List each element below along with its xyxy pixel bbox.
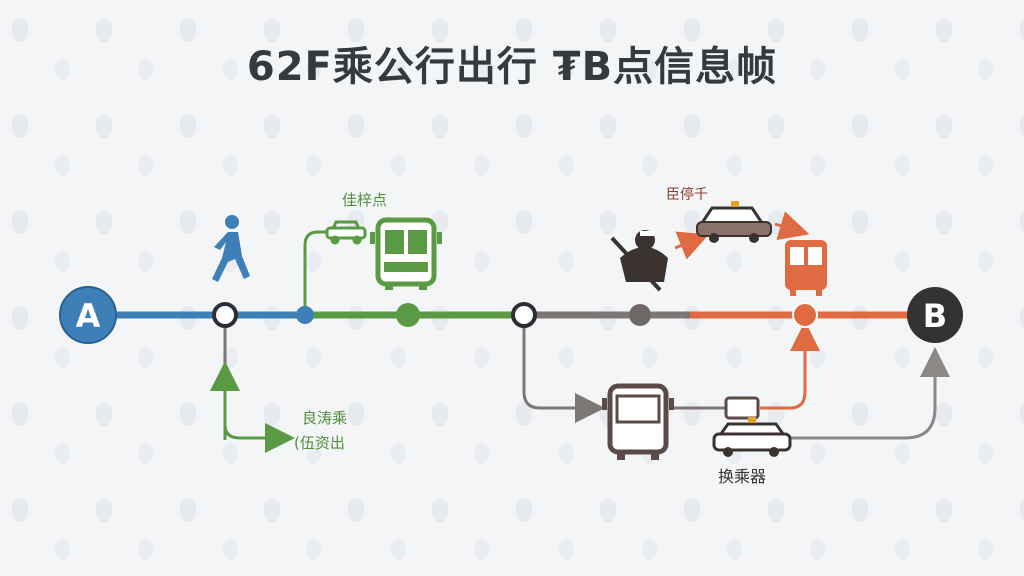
bus-icon-green <box>370 217 442 290</box>
node-green-mid <box>396 303 420 327</box>
walk-label-line1: 良涛乘 <box>302 409 347 427</box>
endpoint-a-label: A <box>76 297 101 335</box>
endpoint-a <box>59 286 117 344</box>
page-title: 62F乘公行出行 ₮B点信息帧 <box>246 44 778 90</box>
walk-branch-arrow-right <box>223 410 295 453</box>
endpoint-b <box>907 287 963 343</box>
thief-icon <box>610 230 668 292</box>
stop-label: 臣停千 <box>666 186 708 203</box>
bus-icon-gray <box>602 383 674 460</box>
gray-down-line <box>522 320 605 423</box>
node-walk <box>212 302 238 328</box>
walking-person-icon <box>212 215 250 282</box>
green-to-car-line <box>303 230 330 310</box>
thief-arrow <box>674 231 709 260</box>
taxi-arrow <box>774 211 810 241</box>
walk-label-line2: (伍资出 <box>294 434 345 452</box>
small-bus-icon <box>724 396 760 420</box>
red-up-arrow <box>760 321 820 410</box>
node-gray-mid <box>629 304 651 326</box>
transfer-device-label: 换乘器 <box>718 467 766 486</box>
node-blue-green <box>296 306 314 324</box>
taxi-icon-bottom <box>712 417 792 457</box>
car-icon <box>325 220 367 245</box>
taxi-icon-top <box>696 201 772 243</box>
endpoint-b-label: B <box>923 297 947 335</box>
node-transfer <box>511 302 537 328</box>
transfer-point-label: 佳梓点 <box>342 191 387 209</box>
node-red-mid <box>792 302 818 328</box>
bus-icon-red <box>785 240 827 296</box>
gray-to-b-arrow <box>790 347 950 440</box>
